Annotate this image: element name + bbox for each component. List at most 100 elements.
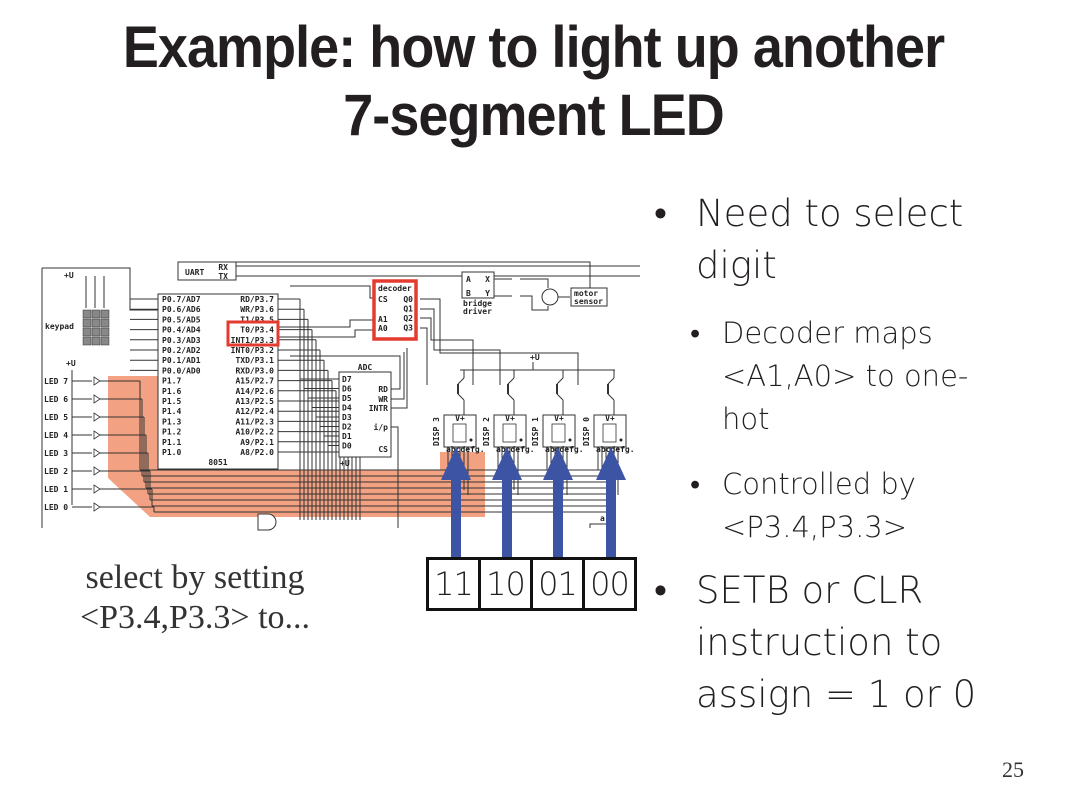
keypad-key [91, 336, 101, 346]
bullet-dot-icon: • [690, 467, 701, 501]
decoder-box [373, 280, 417, 340]
mcu-left-pin: P1.3 [162, 417, 181, 426]
mcu-left-pin: P0.6/AD6 [162, 305, 201, 314]
keypad-key [91, 327, 101, 337]
motor-icon [541, 288, 559, 306]
keypad-key [100, 309, 110, 319]
adc-data-pin: D2 [342, 423, 352, 432]
uart-tx-label: TX [218, 272, 228, 281]
segment-digit-icon [551, 423, 566, 443]
selection-arrow-head-icon [441, 447, 471, 480]
keypad-label: keypad [45, 322, 74, 331]
adc-box [338, 371, 392, 458]
keypad-key [100, 336, 110, 346]
code-cell-disp0: 00 [590, 565, 630, 603]
decoder-q1-wire [420, 308, 501, 385]
keypad-key [100, 327, 110, 337]
selection-arrow-shaft [451, 478, 461, 558]
adc-data-pin: D6 [342, 385, 352, 394]
mcu-right-pin: T0/P3.4 [240, 326, 274, 335]
mcu-right-pin: A15/P2.7 [235, 377, 274, 386]
bridge-pin-b: B [466, 289, 471, 298]
supply-label: +U [66, 359, 76, 368]
selection-arrow-shaft [606, 478, 616, 558]
wire [290, 355, 401, 390]
display-label: DISP 2 [482, 417, 491, 446]
title-line-1: Example: how to light up another [122, 15, 945, 80]
keypad-key [82, 309, 92, 319]
led-label: LED 7 [44, 377, 68, 386]
bullet-decoder-maps: • Decoder maps <A1,A0> to one- hot [650, 312, 1060, 441]
adc-data-pin: D5 [342, 394, 352, 403]
decoder-a0-pin: A0 [378, 324, 388, 333]
mcu-left-pin: P0.1/AD1 [162, 356, 201, 365]
mcu-left-pin: P1.6 [162, 387, 181, 396]
adc-label: ADC [358, 363, 373, 372]
bullet-text: <P3.4,P3.3> [722, 510, 908, 544]
keypad-key [100, 318, 110, 328]
title-line-2: 7-segment LED [343, 83, 724, 148]
bridge-driver-box [461, 271, 495, 299]
motor-sensor-label: motor [574, 289, 598, 298]
mcu-right-pin: INT0/P3.2 [231, 346, 275, 355]
bullet-list: • Need to select digit • Decoder maps <A… [650, 188, 1060, 721]
selection-arrow-shaft [553, 478, 563, 558]
mcu-left-pin: P1.1 [162, 438, 181, 447]
bullet-setb-clr: • SETB or CLR instruction to assign = 1 … [650, 565, 1060, 721]
adc-intr-pin: INTR [369, 404, 388, 413]
led-diode-icon [93, 412, 101, 422]
decimal-point-icon [619, 438, 623, 442]
wire [236, 261, 591, 288]
mcu-left-pin: P0.7/AD7 [162, 295, 201, 304]
mcu-right-pin: A9/P2.1 [240, 438, 274, 447]
decoder-highlight-box [372, 279, 418, 341]
bullet-text: <A1,A0> to one- [722, 359, 969, 393]
display-vplus: V+ [554, 414, 564, 423]
decoder-output-pin: Q2 [403, 314, 413, 323]
wire [391, 426, 399, 528]
adc-cs-pin: CS [378, 445, 388, 454]
led-label: LED 6 [44, 395, 68, 404]
bullet-text: digit [696, 244, 777, 287]
mcu-left-pin: P0.5/AD5 [162, 315, 201, 324]
bullet-dot-icon: • [654, 569, 667, 612]
mcu-left-pin: P1.5 [162, 397, 181, 406]
led-label: LED 2 [44, 467, 68, 476]
mcu-right-pin: A12/P2.4 [235, 407, 274, 416]
adc-ip-pin: i/p [374, 422, 389, 432]
decoder-output-pin: Q3 [403, 324, 413, 333]
mcu-right-pin: WR/P3.6 [240, 305, 274, 314]
wire [589, 523, 610, 528]
transistor-lead [556, 377, 564, 385]
decoder-label: decoder [378, 284, 412, 293]
transistor-lead [556, 393, 564, 401]
seven-segment-display [593, 414, 627, 448]
mcu-left-pin: P1.0 [162, 448, 181, 457]
decoder-q2-wire [420, 317, 474, 385]
mcu-left-pin: P0.0/AD0 [162, 366, 201, 375]
led-label: LED 4 [44, 431, 68, 440]
led-label: LED 5 [44, 413, 68, 422]
transistor-lead [507, 393, 515, 401]
adc-data-pin: D1 [342, 432, 352, 441]
page-number: 25 [1002, 757, 1024, 782]
adc-data-pin: D3 [342, 413, 352, 422]
keypad-key [91, 318, 101, 328]
led-diode-icon [93, 502, 101, 512]
selection-arrow-shaft [502, 478, 512, 558]
adc-data-pin: D4 [342, 404, 352, 413]
caption-line-2: <P3.4,P3.3> to... [79, 599, 311, 636]
mcu-right-pin: A11/P2.3 [235, 417, 274, 426]
supply-label: +U [340, 459, 350, 468]
mcu-left-pin: P0.2/AD2 [162, 346, 201, 355]
decoder-cs-wire [290, 285, 374, 299]
and-gate-icon [257, 513, 277, 531]
display-label: DISP 3 [432, 417, 441, 446]
misc-label: a [600, 514, 605, 523]
segment-digit-icon [452, 423, 467, 443]
adc-rd-pin: RD [378, 385, 388, 394]
mcu-right-pin: INT1/P3.3 [231, 336, 275, 345]
selection-caption: select by setting <P3.4,P3.3> to... [40, 558, 350, 638]
